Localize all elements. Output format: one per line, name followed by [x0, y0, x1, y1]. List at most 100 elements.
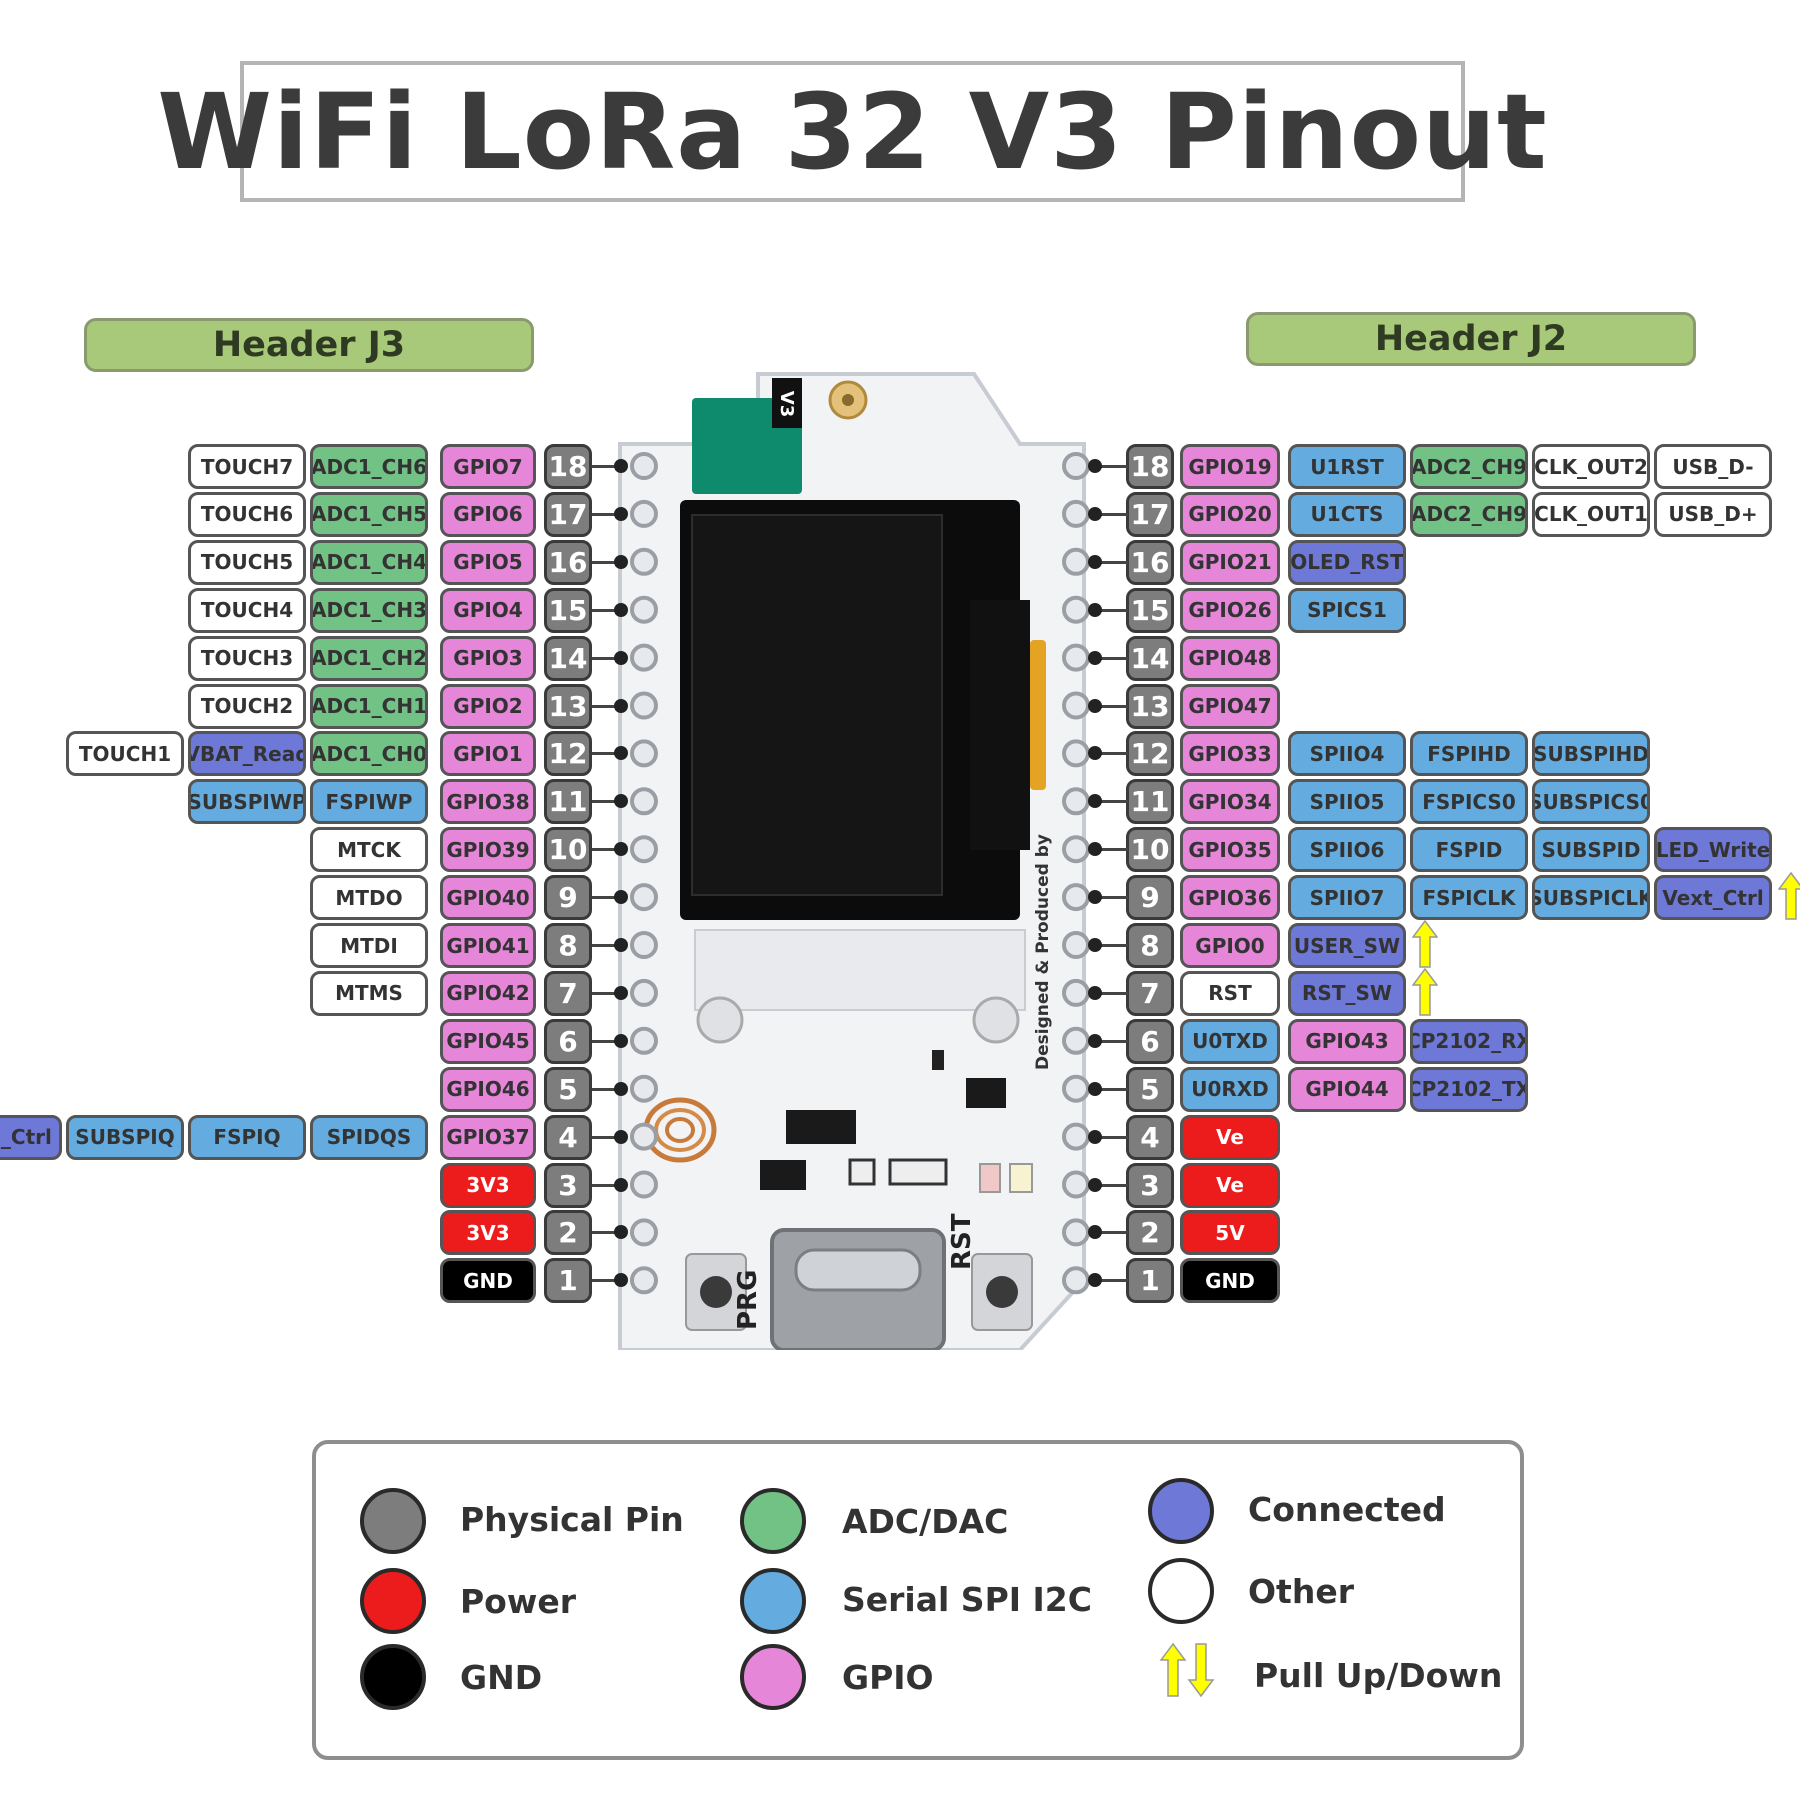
pin-lead [1098, 1231, 1128, 1235]
header-hole [630, 931, 658, 959]
pin-lead [1098, 800, 1128, 804]
pin-lead [1098, 1279, 1128, 1283]
header-hole [1062, 1026, 1090, 1055]
header-hole [1062, 883, 1090, 912]
pin-label-left-5-1: GPIO46 [440, 1066, 536, 1112]
pin-lead [1098, 704, 1128, 708]
physical-pin-left-5: 5 [544, 1066, 592, 1112]
pin-dot [614, 746, 628, 761]
pin-lead [592, 1087, 622, 1091]
pin-label-left-4-3: FSPIQ [188, 1114, 306, 1160]
physical-pin-left-10: 10 [544, 827, 592, 873]
header-hole [630, 1170, 658, 1199]
header-j3: Header J3 [84, 318, 534, 372]
header-hole [630, 499, 658, 528]
pin-lead [592, 752, 622, 756]
pin-label-right-15-2: SPICS1 [1288, 587, 1406, 633]
header-hole [630, 1266, 658, 1295]
pin-label-left-10-2: MTCK [310, 827, 428, 873]
header-hole [630, 835, 658, 864]
header-hole [630, 1074, 658, 1103]
pin-label-right-17-2: U1CTS [1288, 491, 1406, 537]
pin-dot [1088, 842, 1102, 857]
pin-label-right-12-3: FSPIHD [1410, 731, 1528, 777]
pin-dot [1088, 1225, 1102, 1240]
pin-dot [614, 1081, 628, 1096]
pin-dot [614, 1177, 628, 1192]
physical-pin-right-14: 14 [1126, 635, 1174, 681]
pin-label-left-11-2: FSPIWP [310, 779, 428, 825]
pin-lead [592, 465, 622, 468]
physical-pin-left-12: 12 [544, 731, 592, 777]
physical-pin-right-8: 8 [1126, 923, 1174, 968]
legend-serial-swatch [740, 1568, 806, 1634]
pin-lead [592, 560, 622, 564]
pin-label-right-13-1: GPIO47 [1180, 683, 1280, 729]
pin-label-left-15-3: TOUCH4 [188, 587, 306, 633]
pin-dot [614, 938, 628, 952]
pin-label-right-5-1: U0RXD [1180, 1066, 1280, 1112]
pin-dot [614, 1129, 628, 1144]
pin-label-right-10-4: SUBSPID [1532, 827, 1650, 873]
pin-dot [614, 890, 628, 905]
pin-label-left-1-1: GND [440, 1258, 536, 1304]
pin-dot [614, 698, 628, 713]
legend-serial-label: Serial SPI I2C [842, 1580, 1092, 1619]
pin-label-right-16-1: GPIO21 [1180, 539, 1280, 585]
pin-label-right-4-1: Ve [1180, 1114, 1280, 1160]
pin-lead [592, 512, 622, 516]
header-hole [1062, 978, 1090, 1007]
header-hole [1062, 691, 1090, 720]
pin-dot [614, 459, 628, 473]
pin-dot [1088, 698, 1102, 713]
pin-dot [1088, 554, 1102, 569]
legend-gnd-label: GND [460, 1658, 543, 1697]
header-hole [630, 547, 658, 576]
pin-lead [592, 800, 622, 804]
pin-lead [592, 608, 622, 612]
legend-power-swatch [360, 1568, 426, 1634]
header-hole [1062, 931, 1090, 959]
pin-label-right-6-3: CP2102_RX [1410, 1018, 1528, 1064]
pin-label-right-9-4: SUBSPICLK [1532, 875, 1650, 921]
pin-lead [1098, 896, 1128, 900]
pin-label-right-12-4: SUBSPIHD [1532, 731, 1650, 777]
physical-pin-right-11: 11 [1126, 779, 1174, 825]
pin-label-left-3-1: 3V3 [440, 1162, 536, 1208]
pin-lead [1098, 560, 1128, 564]
pin-dot [1088, 459, 1102, 473]
physical-pin-right-1: 1 [1126, 1258, 1174, 1304]
pin-lead [592, 848, 622, 852]
physical-pin-left-13: 13 [544, 683, 592, 729]
pin-label-left-15-1: GPIO4 [440, 587, 536, 633]
pin-dot [614, 506, 628, 521]
physical-pin-right-5: 5 [1126, 1066, 1174, 1112]
header-hole [1062, 595, 1090, 624]
pin-label-left-4-5: ADC_Ctrl [0, 1114, 62, 1160]
pin-label-right-17-4: CLK_OUT1 [1532, 491, 1650, 537]
pin-label-right-10-1: GPIO35 [1180, 827, 1280, 873]
pin-label-right-18-5: USB_D- [1654, 444, 1772, 489]
pin-label-left-17-1: GPIO6 [440, 491, 536, 537]
physical-pin-right-7: 7 [1126, 970, 1174, 1016]
pin-label-right-10-5: LED_Write [1654, 827, 1772, 873]
pin-lead [1098, 608, 1128, 612]
legend-pull-label: Pull Up/Down [1254, 1656, 1503, 1695]
pin-label-right-5-2: GPIO44 [1288, 1066, 1406, 1112]
physical-pin-left-6: 6 [544, 1018, 592, 1064]
physical-pin-left-8: 8 [544, 923, 592, 968]
pin-lead [592, 991, 622, 995]
pin-label-left-2-1: 3V3 [440, 1210, 536, 1256]
pin-lead [1098, 465, 1128, 468]
pin-label-left-18-1: GPIO7 [440, 444, 536, 489]
pin-label-right-6-1: U0TXD [1180, 1018, 1280, 1064]
pin-label-left-13-2: ADC1_CH1 [310, 683, 428, 729]
board-illustration: V3 PRG RST Designed & Produced by [618, 372, 1090, 1350]
pin-label-left-11-3: SUBSPIWP [188, 779, 306, 825]
pin-lead [1098, 512, 1128, 516]
header-hole [630, 452, 658, 480]
physical-pin-left-2: 2 [544, 1210, 592, 1256]
pin-lead [592, 1135, 622, 1139]
pin-label-left-4-1: GPIO37 [440, 1114, 536, 1160]
physical-pin-left-9: 9 [544, 875, 592, 921]
